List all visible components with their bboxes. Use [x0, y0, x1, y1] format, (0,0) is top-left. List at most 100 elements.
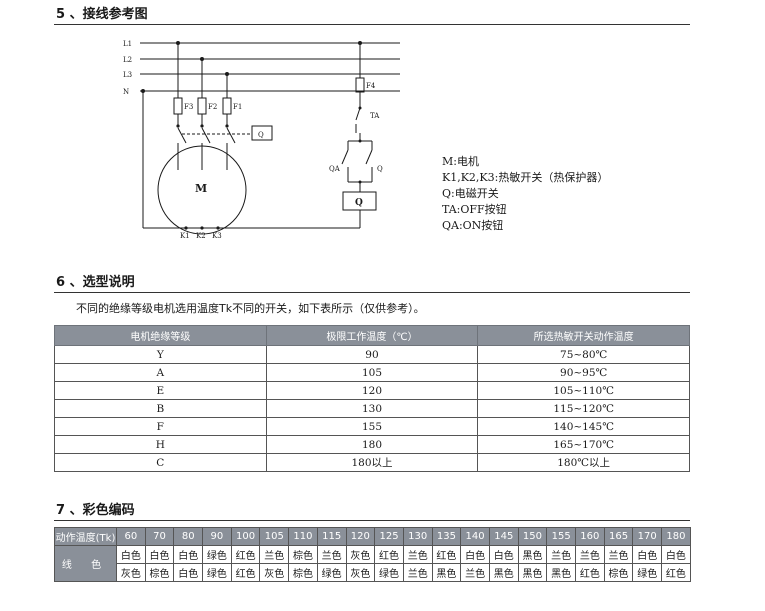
- temp-header-cell: 150: [517, 527, 548, 546]
- legend-item: K1,K2,K3:热敏开关（热保护器）: [442, 171, 609, 184]
- column-header: 所选热敏开关动作温度: [477, 325, 690, 346]
- table-header-row: 电机绝缘等级 极限工作温度（℃） 所选热敏开关动作温度: [54, 325, 690, 346]
- color-cell: 灰色: [259, 563, 290, 582]
- temp-header-cell: 180: [661, 527, 691, 546]
- color-cell: 白色: [488, 545, 519, 564]
- table-row: 线 色白色白色白色绿色红色兰色棕色兰色灰色红色兰色红色白色白色黑色兰色兰色兰色白…: [54, 545, 691, 582]
- color-cell: 绿色: [202, 545, 232, 564]
- color-cell: 灰色: [345, 545, 376, 564]
- bus-label-l1: L1: [123, 40, 132, 48]
- color-cell: 灰色: [345, 563, 376, 582]
- table-cell: 90~95℃: [477, 363, 690, 382]
- table-cell: 180: [265, 435, 479, 454]
- table-cell: 155: [265, 417, 479, 436]
- section-5-rule: [54, 24, 690, 25]
- color-cell: 兰色: [259, 545, 290, 564]
- motor-label: M: [195, 182, 207, 195]
- bus-label-n: N: [123, 88, 129, 96]
- color-cell: 红色: [575, 563, 605, 582]
- color-cell: 绿色: [316, 563, 347, 582]
- selection-intro: 不同的绝缘等级电机选用温度Tk不同的开关，如下表所示（仅供参考）。: [76, 302, 425, 315]
- color-cell: 红色: [661, 563, 691, 582]
- column-header: 极限工作温度（℃）: [265, 325, 479, 346]
- color-cell: 棕色: [288, 545, 318, 564]
- off-button-label: TA: [370, 112, 380, 120]
- color-cell: 白色: [661, 545, 691, 564]
- legend-item: QA:ON按钮: [442, 219, 504, 232]
- table-cell: H: [54, 435, 267, 454]
- color-cell: 棕色: [288, 563, 318, 582]
- table-cell: E: [54, 381, 267, 400]
- bus-label-l2: L2: [123, 56, 132, 64]
- color-cell: 兰色: [402, 563, 433, 582]
- table-cell: Y: [54, 345, 267, 364]
- color-cell: 兰色: [460, 563, 490, 582]
- table-cell: 75~80℃: [477, 345, 690, 364]
- color-cell: 黑色: [488, 563, 519, 582]
- table-cell: 105: [265, 363, 479, 382]
- table-cell: 130: [265, 399, 479, 418]
- section-6-title: 6 、选型说明: [56, 275, 135, 290]
- table-cell: 180℃以上: [477, 453, 690, 472]
- table-cell: B: [54, 399, 267, 418]
- table-cell: 140~145℃: [477, 417, 690, 436]
- color-cell: 兰色: [603, 545, 634, 564]
- color-cell: 白色: [116, 545, 146, 564]
- temp-header-cell: 80: [173, 527, 204, 546]
- temp-header-cell: 100: [230, 527, 261, 546]
- color-cell: 白色: [173, 545, 204, 564]
- temp-header-cell: 125: [374, 527, 404, 546]
- section-6-rule: [54, 292, 690, 293]
- color-cell: 红色: [230, 545, 261, 564]
- color-cell: 兰色: [316, 545, 347, 564]
- color-cell: 白色: [173, 563, 204, 582]
- table-row: 灰色棕色白色绿色红色灰色棕色绿色灰色绿色兰色黑色兰色黑色黑色黑色红色棕色绿色红色: [55, 563, 691, 582]
- color-cell: 兰色: [546, 545, 576, 564]
- table-cell: C: [54, 453, 267, 472]
- table-cell: 120: [265, 381, 479, 400]
- bus-label-l3: L3: [123, 71, 132, 79]
- on-button-label: QA: [329, 165, 341, 173]
- temp-header-cell: 155: [546, 527, 576, 546]
- color-cell: 灰色: [116, 563, 146, 582]
- temp-header-cell: 170: [632, 527, 663, 546]
- color-cell: 红色: [431, 545, 462, 564]
- fuse-label-f1: F1: [233, 103, 242, 111]
- color-cell: 绿色: [374, 563, 404, 582]
- color-cell: 白色: [460, 545, 490, 564]
- temp-header-cell: 165: [603, 527, 634, 546]
- color-cell: 兰色: [402, 545, 433, 564]
- legend-item: Q:电磁开关: [442, 187, 499, 200]
- color-cell: 黑色: [517, 563, 548, 582]
- terminal-label-k1: K1: [180, 232, 190, 240]
- table-cell: 165~170℃: [477, 435, 690, 454]
- fuse-label-f3: F3: [184, 103, 193, 111]
- color-cell: 白色: [144, 545, 175, 564]
- wiring-diagram: L1 L2 L3 N F3 F2 F1 F4 Q TA QA Q K1 K2 K…: [123, 40, 400, 240]
- temp-header-cell: 130: [402, 527, 433, 546]
- color-cell: 黑色: [517, 545, 548, 564]
- section-7-rule: [54, 520, 690, 521]
- table-cell: 115~120℃: [477, 399, 690, 418]
- temp-header-cell: 120: [345, 527, 376, 546]
- color-cell: 绿色: [202, 563, 232, 582]
- temp-header-cell: 140: [460, 527, 490, 546]
- color-cell: 棕色: [603, 563, 634, 582]
- wire-color-label: 线 色: [54, 545, 117, 582]
- color-cell: 兰色: [575, 545, 605, 564]
- table-cell: F: [54, 417, 267, 436]
- column-header: 电机绝缘等级: [54, 325, 267, 346]
- section-7-title: 7 、彩色编码: [56, 503, 135, 518]
- color-cell: 红色: [230, 563, 261, 582]
- table-cell: 105~110℃: [477, 381, 690, 400]
- temp-header-cell: 110: [288, 527, 318, 546]
- temp-header-cell: 90: [202, 527, 232, 546]
- color-cell: 白色: [632, 545, 663, 564]
